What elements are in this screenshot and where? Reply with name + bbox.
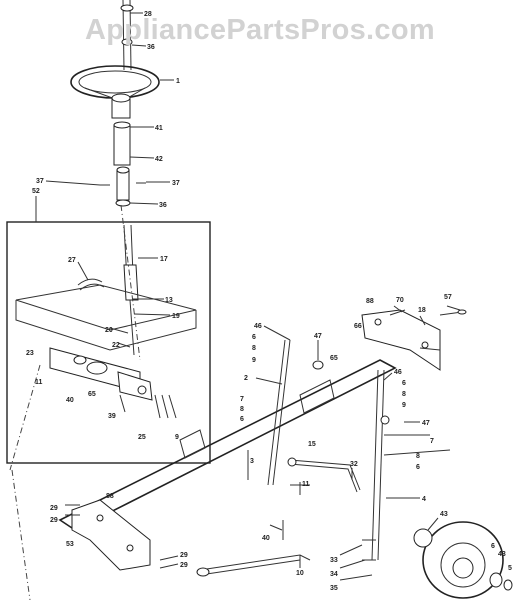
callout-37b: 37: [172, 180, 180, 187]
front-wheel: [413, 521, 513, 599]
callout-5: 5: [508, 565, 512, 572]
callout-13: 13: [165, 297, 173, 304]
callout-11b: 11: [302, 481, 310, 488]
callout-8a: 8: [252, 345, 256, 352]
callout-22: 22: [112, 342, 120, 349]
callout-18: 18: [418, 307, 426, 314]
callout-11a: 11: [35, 379, 43, 386]
callout-46a: 46: [254, 323, 262, 330]
callout-65b: 65: [330, 355, 338, 362]
callout-27: 27: [68, 257, 76, 264]
callout-17: 17: [160, 256, 168, 263]
callout-88b: 88: [106, 493, 114, 500]
callout-6e: 6: [491, 543, 495, 550]
callout-37a: 37: [36, 178, 44, 185]
callout-23: 23: [26, 350, 34, 357]
callout-34: 34: [330, 571, 338, 578]
callout-9b: 9: [252, 357, 256, 364]
callout-41: 41: [155, 125, 163, 132]
callout-7a: 7: [240, 396, 244, 403]
inset-frame-plate: [15, 284, 197, 419]
callout-35: 35: [330, 585, 338, 592]
watermark-text: AppliancePartsPros.com: [85, 14, 435, 46]
callout-88a: 88: [366, 298, 374, 305]
callout-70: 70: [396, 297, 404, 304]
callout-47b: 47: [422, 420, 430, 427]
callout-7b: 7: [430, 438, 434, 445]
callout-46b: 46: [394, 369, 402, 376]
callout-10: 10: [296, 570, 304, 577]
callout-40a: 40: [66, 397, 74, 404]
callout-47a: 47: [314, 333, 322, 340]
callout-9c: 9: [402, 402, 406, 409]
callout-15: 15: [308, 441, 316, 448]
callout-33: 33: [330, 557, 338, 564]
callout-29a: 29: [50, 505, 58, 512]
callout-6d: 6: [416, 464, 420, 471]
callout-1: 1: [176, 78, 180, 85]
callout-36a: 36: [147, 44, 155, 51]
inset-detail-box: [6, 196, 211, 464]
callout-3: 3: [250, 458, 254, 465]
callout-29d: 29: [180, 562, 188, 569]
callout-8d: 8: [416, 453, 420, 460]
callout-43a: 43: [440, 511, 448, 518]
callout-19: 19: [172, 313, 180, 320]
callout-53: 53: [66, 541, 74, 548]
callout-6a: 6: [252, 334, 256, 341]
callout-52: 52: [32, 188, 40, 195]
leader-lines: [45, 12, 461, 581]
callout-40b: 40: [262, 535, 270, 542]
callout-36b: 36: [159, 202, 167, 209]
callout-2: 2: [244, 375, 248, 382]
callout-29b: 29: [50, 517, 58, 524]
callout-43b: 43: [498, 551, 506, 558]
callout-65a: 65: [88, 391, 96, 398]
callout-6c: 6: [402, 380, 406, 387]
callout-8b: 8: [240, 406, 244, 413]
inset-steering-shaft: [77, 224, 139, 356]
callout-57: 57: [444, 294, 452, 301]
pivot-rods-center: [247, 339, 361, 493]
steering-shaft-upper: [120, 0, 134, 71]
callout-9a: 9: [175, 434, 179, 441]
callout-20: 20: [105, 327, 113, 334]
callout-39: 39: [108, 413, 116, 420]
callout-32: 32: [350, 461, 358, 468]
left-spindle-bracket: [65, 499, 179, 571]
callout-29c: 29: [180, 552, 188, 559]
callout-25: 25: [138, 434, 146, 441]
callout-28a: 28: [144, 11, 152, 18]
callout-labels: 28 36 1 41 42 37 37 36 52 27 17 13 19 20…: [26, 11, 512, 592]
callout-6b: 6: [240, 416, 244, 423]
callout-42: 42: [155, 156, 163, 163]
steering-column-tube: [100, 93, 146, 207]
callout-4: 4: [422, 496, 426, 503]
tie-rod: [196, 520, 311, 577]
callout-8c: 8: [402, 391, 406, 398]
main-axle-frame: [58, 359, 397, 531]
centerlines: [9, 204, 141, 601]
pivot-rod-right: [362, 369, 390, 561]
callout-66: 66: [354, 323, 362, 330]
